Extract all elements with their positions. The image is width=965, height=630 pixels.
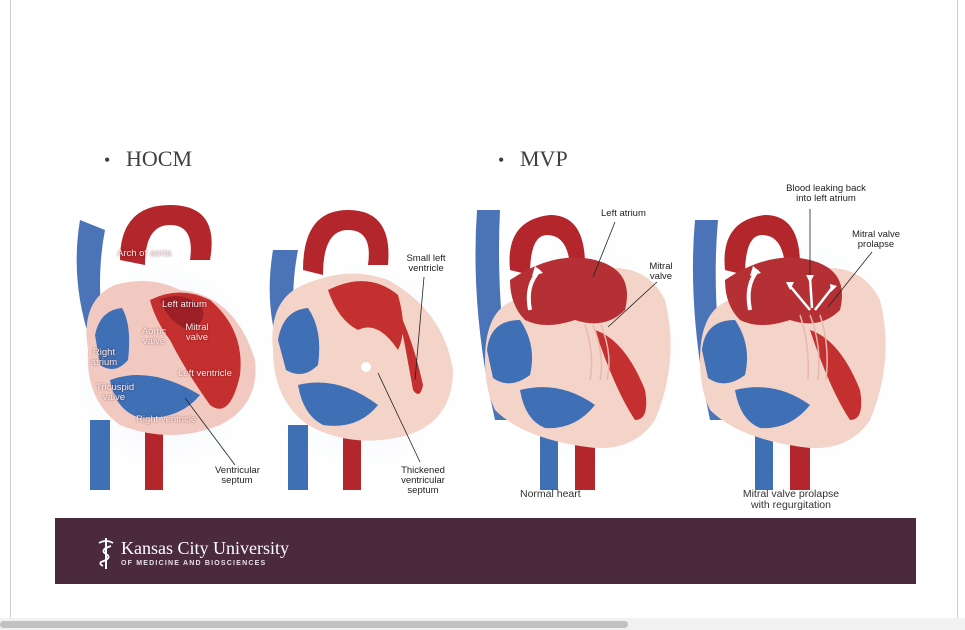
bullet-dot: • — [498, 150, 505, 170]
thick-septum-leader-line — [377, 372, 421, 463]
small-lv-leader-line — [414, 276, 425, 381]
slide-right-edge — [957, 0, 958, 618]
mvp-normal-heart-illustration — [475, 210, 690, 490]
mvp-mv-leader-line — [607, 281, 658, 328]
label-right-atrium: Right atrium — [90, 347, 118, 368]
university-name: Kansas City University — [121, 538, 289, 558]
label-small-left-ventricle: Small left ventricle — [406, 253, 446, 274]
footer-band: Kansas City University OF MEDICINE AND B… — [55, 518, 916, 584]
slide-left-edge — [10, 0, 11, 618]
label-tricuspid-valve: Tricuspid valve — [96, 382, 135, 403]
label-mitral-valve-prolapse: Mitral valve prolapse — [851, 229, 901, 250]
septum-leader-line — [184, 397, 236, 466]
caption-normal-heart: Normal heart — [520, 488, 581, 500]
mvp-la-leader-line — [592, 221, 616, 278]
label-mvp-mitral-valve: Mitral valve — [649, 261, 673, 282]
label-left-atrium: Left atrium — [162, 299, 207, 310]
hocm-thickened-heart-illustration — [258, 210, 468, 490]
label-left-ventricle: Left ventricle — [178, 368, 232, 379]
horizontal-scrollbar-thumb[interactable] — [0, 621, 628, 628]
label-blood-leaking: Blood leaking back into left atrium — [786, 183, 866, 204]
label-ventricular-septum: Ventricular septum — [215, 465, 260, 486]
bullet-dot: • — [104, 150, 111, 170]
label-mitral-valve: Mitral valve — [185, 322, 209, 343]
mvp-prolapse-heart-illustration — [692, 210, 905, 490]
bullet-mvp-text: MVP — [520, 146, 568, 171]
label-right-ventricle: Right ventricle — [136, 414, 197, 425]
university-subtitle: OF MEDICINE AND BIOSCIENCES — [121, 560, 267, 567]
hocm-normal-heart-illustration — [60, 205, 270, 490]
bullet-mvp: • MVP — [498, 146, 568, 172]
label-arch-of-aorta: Arch of aorta — [117, 248, 172, 259]
prolapse-leader-line — [827, 251, 873, 308]
university-logo: Kansas City University OF MEDICINE AND B… — [95, 536, 289, 570]
bullet-hocm: • HOCM — [104, 146, 192, 172]
label-thickened-septum: Thickened ventricular septum — [401, 465, 445, 496]
bullet-hocm-text: HOCM — [126, 146, 193, 171]
label-aortic-valve: Aortic valve — [141, 326, 167, 347]
caduceus-icon — [98, 538, 114, 569]
label-mvp-left-atrium: Left atrium — [601, 208, 646, 219]
blood-leaking-leader-line — [809, 209, 811, 275]
caption-mitral-prolapse: Mitral valve prolapse with regurgitation — [742, 488, 840, 511]
